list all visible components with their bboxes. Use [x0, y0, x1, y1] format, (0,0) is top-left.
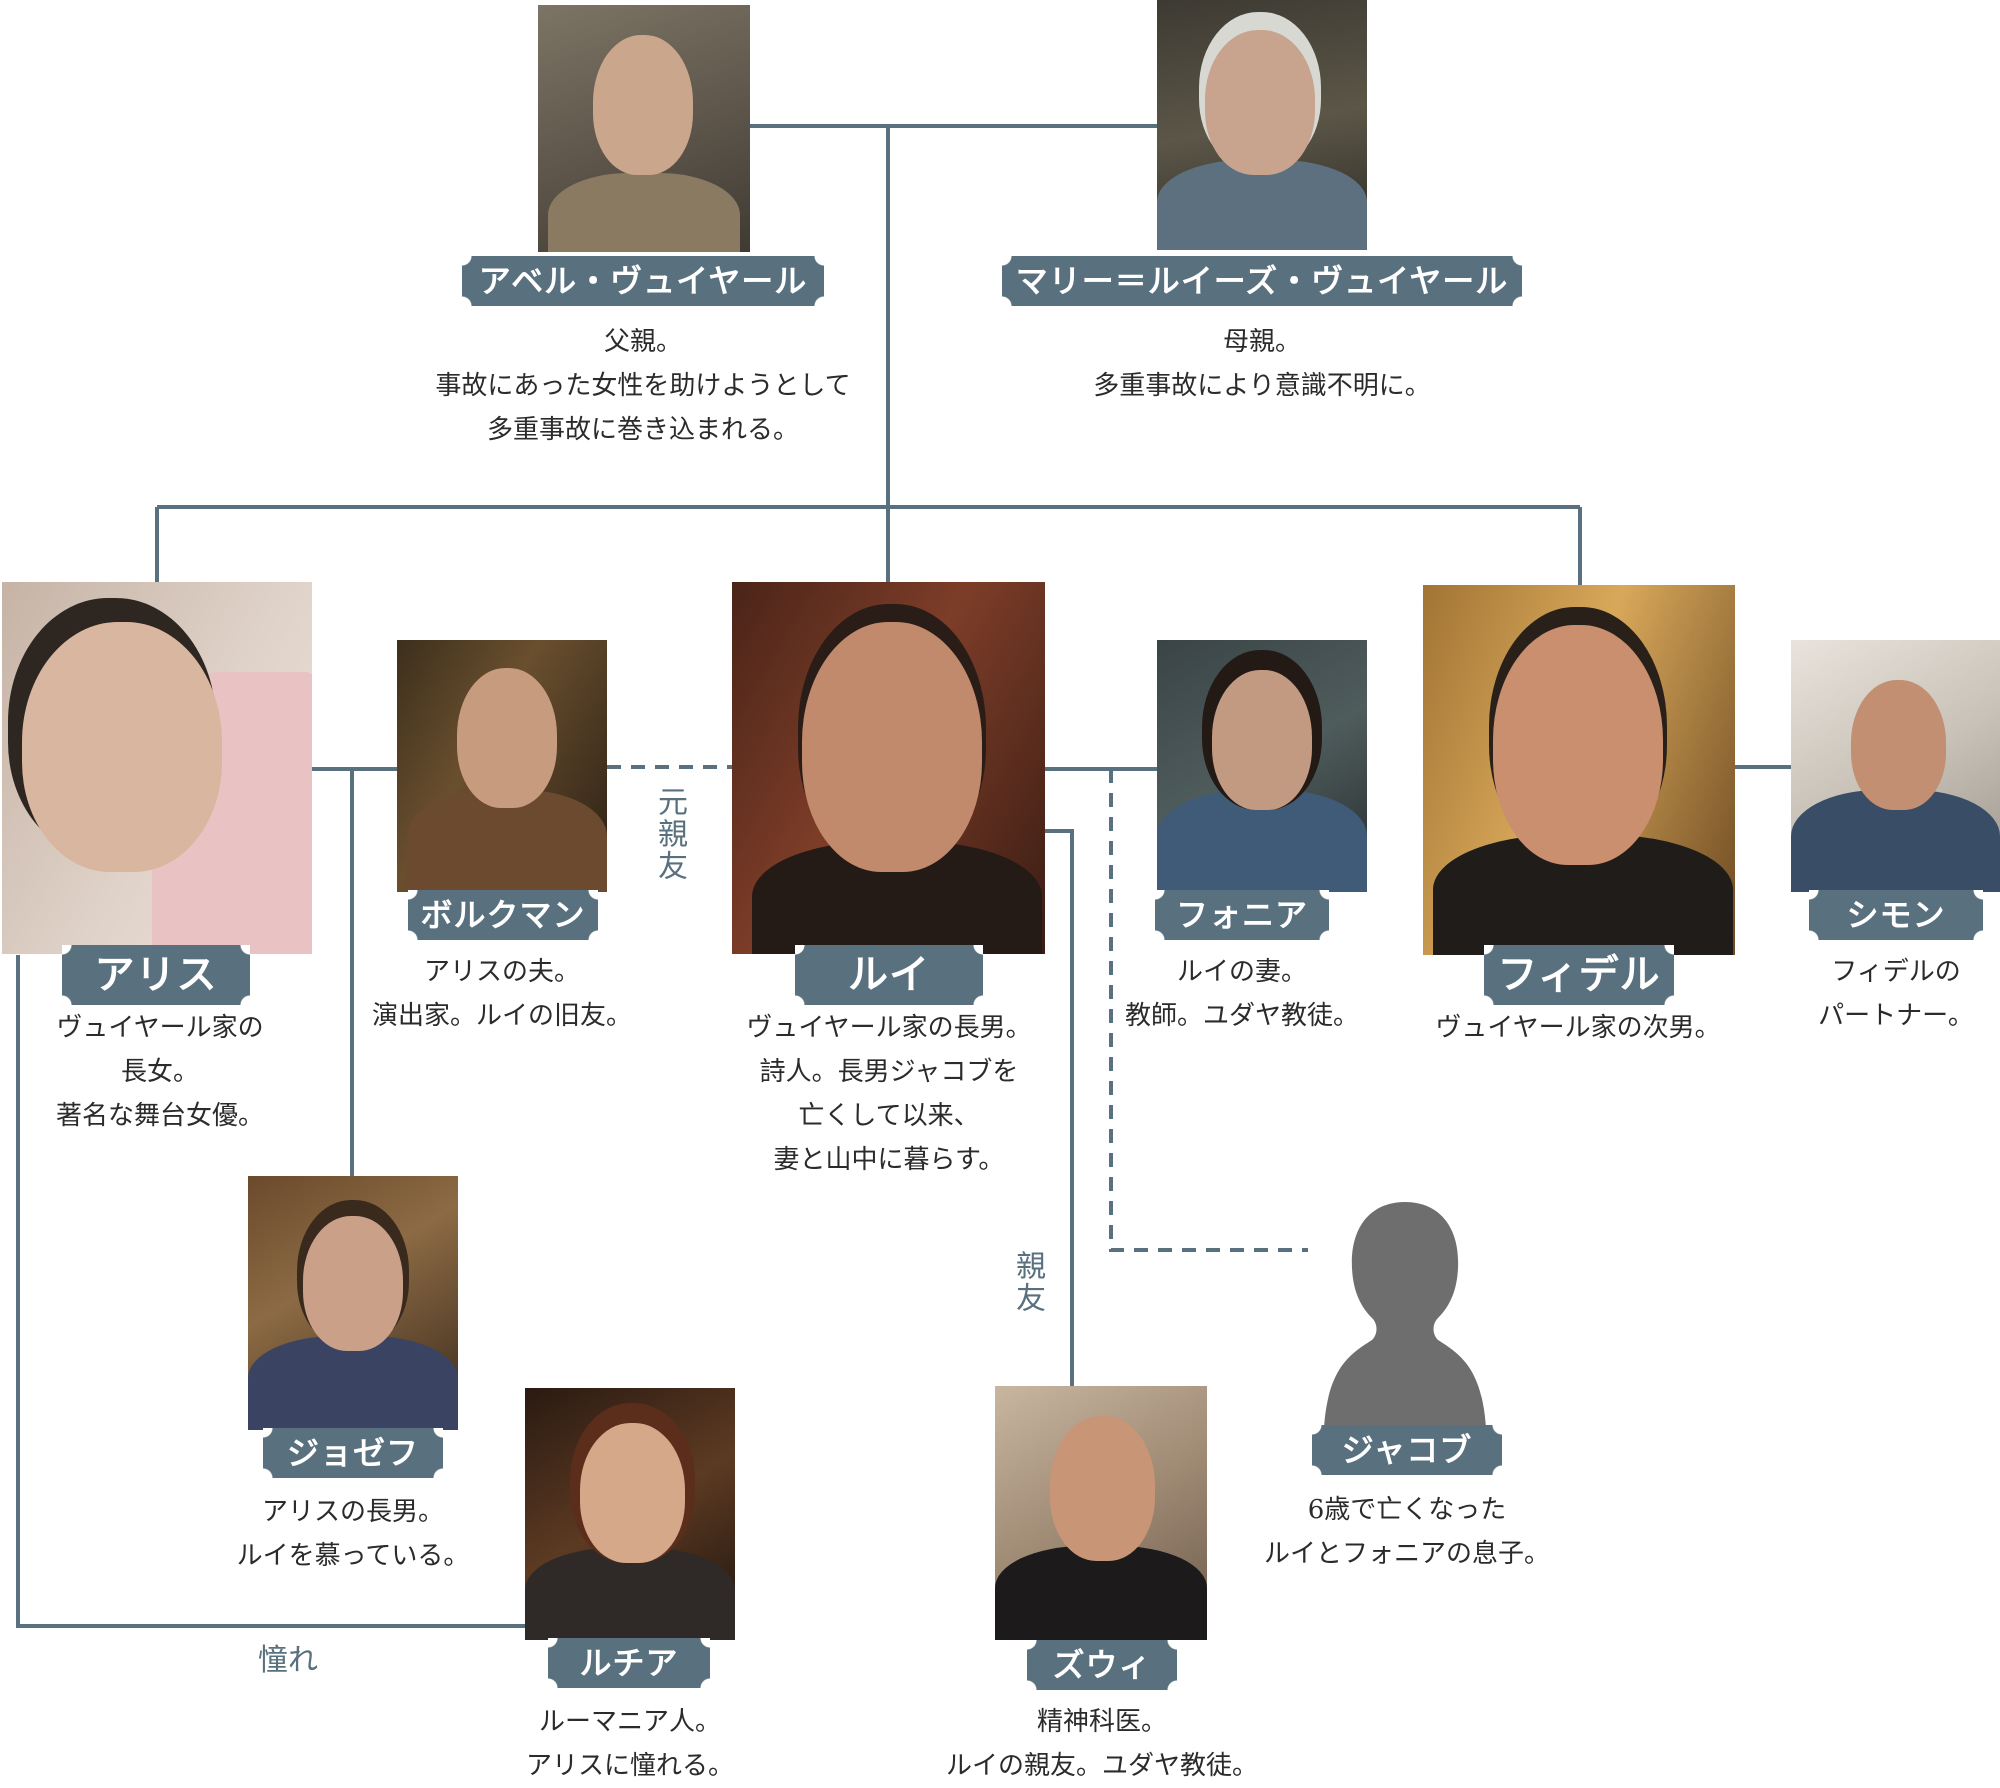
- faunia-photo: [1157, 640, 1367, 892]
- simon-photo: [1791, 640, 2000, 892]
- close-friend-label: 親友: [1010, 1250, 1045, 1314]
- jacob-description: 6歳で亡くなったルイとフォニアの息子。: [1263, 1495, 1550, 1569]
- alice-name-tag: アリス: [62, 945, 250, 1005]
- alice-description: ヴュイヤール家の長女。著名な舞台女優。: [55, 1013, 264, 1131]
- borkman-photo: [397, 640, 607, 892]
- louis-name-tag: ルイ: [795, 945, 983, 1005]
- jacob-name-tag: ジャコブ: [1312, 1425, 1502, 1475]
- former-friend-label: 元親友: [652, 786, 687, 882]
- louis-photo: [732, 582, 1045, 954]
- borkman-description: アリスの夫。演出家。ルイの旧友。: [371, 957, 632, 1031]
- abel-photo: [538, 5, 750, 252]
- close-friend-line: [1045, 829, 1074, 1386]
- jacob-silhouette: [1324, 1202, 1486, 1428]
- admiration-line: [16, 955, 525, 1628]
- abel-description: 父親。事故にあった女性を助けようとして多重事故に巻き込まれる。: [435, 327, 851, 445]
- to-jacob-line: [1109, 769, 1308, 1252]
- joseph-description: アリスの長男。ルイを慕っている。: [236, 1497, 470, 1571]
- fidel-description: ヴュイヤール家の次男。: [1435, 1013, 1721, 1043]
- marie-name-tag: マリー＝ルイーズ・ヴュイヤール: [1002, 256, 1522, 306]
- faunia-name-tag: フォニア: [1155, 890, 1329, 940]
- marie-photo: [1157, 0, 1367, 250]
- marie-description: 母親。多重事故により意識不明に。: [1093, 327, 1431, 401]
- simon-name-tag: シモン: [1809, 890, 1983, 940]
- zwy-photo: [995, 1386, 1207, 1640]
- borkman-name-tag: ボルクマン: [408, 890, 598, 940]
- simon-description: フィデルのパートナー。: [1818, 957, 1974, 1031]
- abel-name-tag: アベル・ヴュイヤール: [462, 256, 824, 306]
- admiration-label: 憧れ: [258, 1643, 318, 1678]
- fidel-photo: [1423, 585, 1735, 955]
- lucia-name-tag: ルチア: [548, 1638, 710, 1688]
- joseph-name-tag: ジョゼフ: [263, 1428, 443, 1478]
- fidel-name-tag: フィデル: [1484, 945, 1674, 1005]
- zwy-description: 精神科医。ルイの親友。ユダヤ教徒。: [945, 1707, 1258, 1781]
- joseph-photo: [248, 1176, 458, 1430]
- lucia-description: ルーマニア人。アリスに憧れる。: [525, 1707, 734, 1781]
- zwy-name-tag: ズウィ: [1027, 1640, 1177, 1690]
- faunia-description: ルイの妻。教師。ユダヤ教徒。: [1124, 957, 1359, 1031]
- alice-photo: [2, 582, 312, 954]
- lucia-photo: [525, 1388, 735, 1640]
- louis-description: ヴュイヤール家の長男。詩人。長男ジャコブを亡くして以来、妻と山中に暮らす。: [746, 1013, 1032, 1175]
